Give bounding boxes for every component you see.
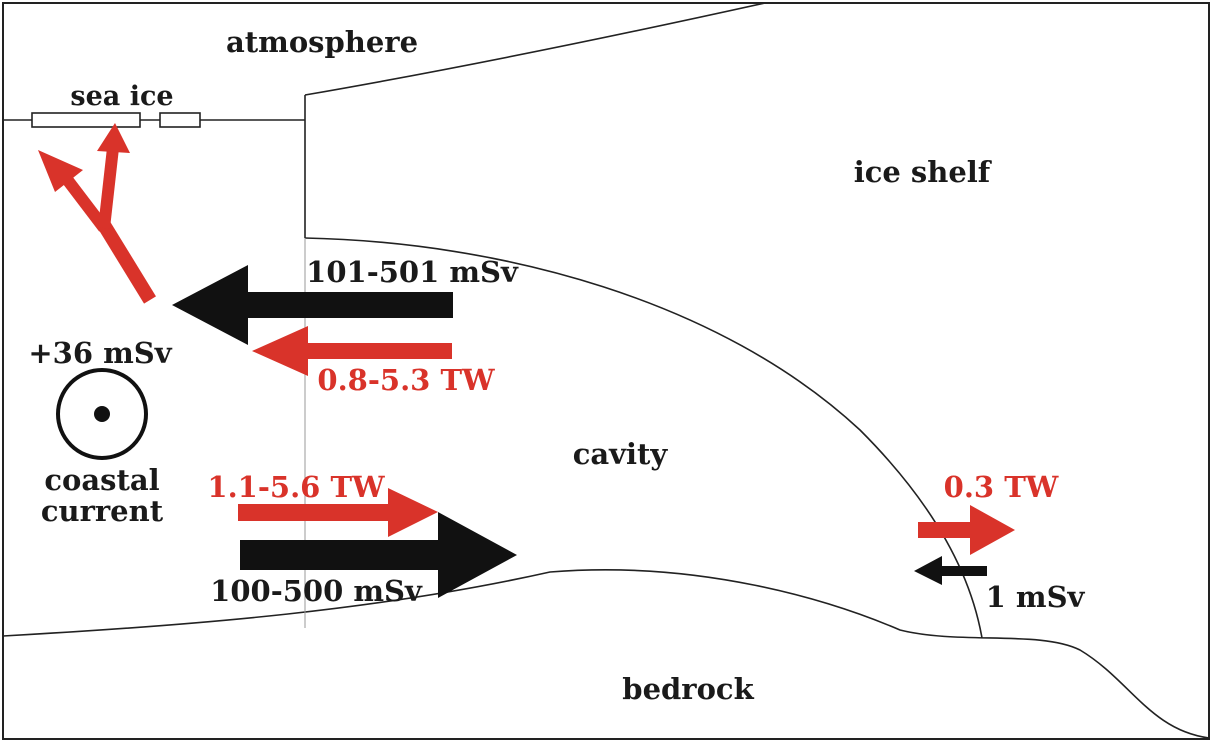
ice-shelf-top-line [304, 2, 766, 96]
sea-ice-floe [31, 112, 141, 128]
heat-to-sea-ice-arrow [38, 123, 156, 304]
coastal-current-label-line1: coastal [44, 463, 159, 497]
grounding-volume-arrow [914, 556, 987, 585]
inflow-volume-arrow [240, 512, 517, 598]
coastal-current-label-line2: current [41, 494, 164, 528]
grounding-heat-label: 0.3 TW [944, 470, 1059, 504]
inflow-heat-label: 1.1-5.6 TW [207, 470, 385, 504]
coastal-current-flux-label: +36 mSv [28, 336, 172, 370]
sea-ice-label: sea ice [70, 81, 173, 112]
sea-ice-floe [159, 112, 201, 128]
seabed-line [2, 569, 1210, 739]
cavity-label: cavity [573, 437, 669, 471]
bedrock-label: bedrock [622, 672, 754, 706]
atmosphere-label: atmosphere [226, 25, 418, 59]
inflow-volume-label: 100-500 mSv [210, 574, 423, 608]
outflow-heat-label: 0.8-5.3 TW [317, 363, 495, 397]
outflow-volume-arrow [172, 265, 453, 345]
inflow-heat-arrow [238, 488, 438, 537]
ice-shelf-label: ice shelf [854, 155, 993, 189]
out-of-page-flow-icon [56, 368, 148, 460]
ice-shelf-base-line [304, 237, 983, 639]
grounding-volume-label: 1 mSv [986, 580, 1086, 614]
grounding-heat-arrow [918, 505, 1015, 555]
outflow-volume-label: 101-501 mSv [306, 255, 519, 289]
outflow-heat-arrow [252, 326, 452, 376]
